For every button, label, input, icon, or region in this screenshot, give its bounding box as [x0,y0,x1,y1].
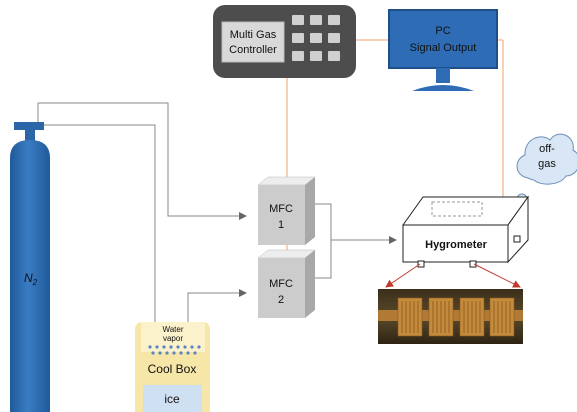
water-vapor-label-line1: Water [162,325,183,334]
cylinder-subscript: 2 [32,278,38,287]
controller-label-line1: Multi Gas [230,29,277,41]
controller-keypad [292,15,340,61]
ice-label: ice [164,392,180,406]
pc-label-line2: Signal Output [410,42,477,54]
mfc2-label-line1: MFC [269,278,293,290]
hygrometer-label: Hygrometer [425,239,487,251]
controller-label-line2: Controller [229,44,277,56]
water-droplets-icon [148,345,201,355]
pc-monitor-icon: PC Signal Output [388,9,498,91]
offgas-label-line2: gas [538,158,556,170]
mfc-2: MFC 2 [257,249,316,318]
sensor-image [378,289,523,344]
mfc1-label-line2: 1 [278,219,284,231]
pc-label-line1: PC [435,25,450,37]
cool-box-label: Cool Box [148,362,197,376]
n2-cylinder: N2 [10,122,50,412]
mfc-1: MFC 1 [257,176,316,245]
mfc1-label-line1: MFC [269,203,293,215]
mfc2-label-line2: 2 [278,294,284,306]
signal-lines [286,39,504,258]
offgas-label-line1: off- [539,143,555,155]
cylinder-label: N [24,271,33,285]
svg-text:N2: N2 [24,271,38,287]
gas-lines [37,102,397,345]
water-vapor-label-line2: vapor [163,334,183,343]
hygrometer: Hygrometer [402,195,529,268]
zoom-lines [385,263,521,288]
cool-box: Water vapor Cool Box ice [135,322,210,412]
multi-gas-controller: Multi Gas Controller [213,5,356,78]
